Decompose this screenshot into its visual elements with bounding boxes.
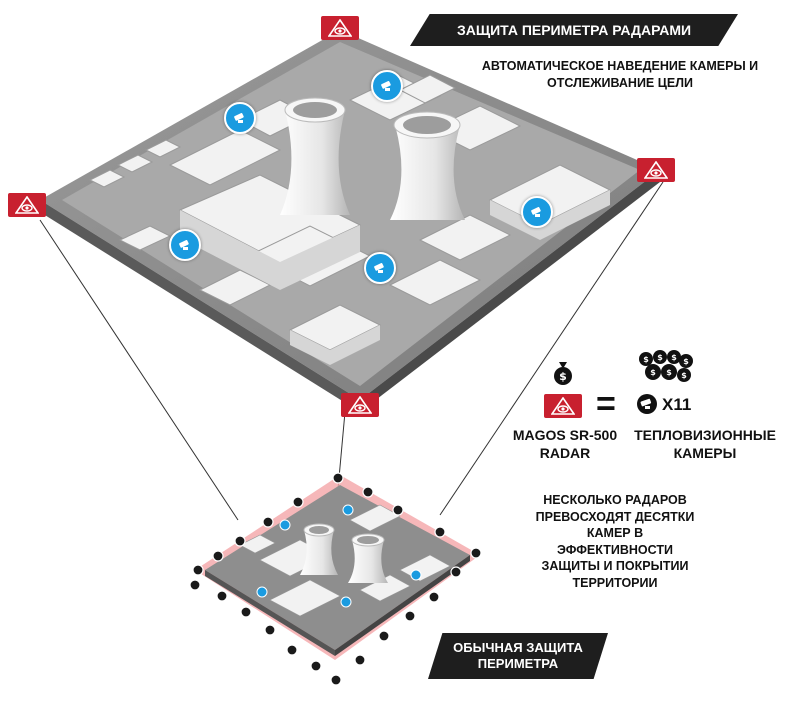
thermal-cameras-caption: ТЕПЛОВИЗИОННЫЕ КАМЕРЫ (630, 426, 780, 462)
traditional-perimeter-banner: ОБЫЧНАЯ ЗАЩИТА ПЕРИМЕТРА (428, 633, 608, 679)
svg-text:$: $ (666, 368, 672, 377)
svg-text:$: $ (559, 370, 567, 383)
caption-line: RADAR (539, 445, 591, 461)
radar-badge-north (321, 16, 359, 40)
camera-marker (169, 229, 201, 261)
svg-text:$: $ (681, 371, 687, 380)
ptz-camera-icon (637, 394, 657, 414)
caption-line: MAGOS SR-500 (512, 427, 618, 443)
banner-title: ЗАЩИТА ПЕРИМЕТРА РАДАРАМИ (456, 22, 692, 38)
caption-line: ЗАЩИТЫ И ПОКРЫТИИ (541, 559, 689, 573)
radar-eye-icon (644, 161, 668, 179)
radar-badge-west (8, 193, 46, 217)
banner-line-2: ПЕРИМЕТРА (477, 656, 559, 671)
radar-eye-icon (15, 196, 39, 214)
caption-line: КАМЕР В (586, 526, 644, 540)
radar-eye-icon (551, 397, 575, 415)
svg-text:$: $ (650, 368, 656, 377)
summary-caption: НЕСКОЛЬКО РАДАРОВ ПРЕВОСХОДЯТ ДЕСЯТКИ КА… (520, 492, 710, 591)
camera-marker (521, 196, 553, 228)
caption-line: ОТСЛЕЖИВАНИЕ ЦЕЛИ (547, 76, 693, 90)
ptz-camera-icon (381, 81, 391, 91)
banner-line-1: ОБЫЧНАЯ ЗАЩИТА (453, 640, 583, 655)
camera-marker (371, 70, 403, 102)
ptz-camera-icon (234, 113, 244, 123)
svg-text:$: $ (683, 357, 689, 366)
radar-badge-east (637, 158, 675, 182)
equals-sign: = (596, 385, 616, 423)
radar-eye-icon (328, 19, 352, 37)
radar-eye-icon (348, 396, 372, 414)
caption-line: ПРЕВОСХОДЯТ ДЕСЯТКИ (535, 509, 695, 524)
caption-line: ЭФФЕКТИВНОСТИ (557, 542, 673, 557)
caption-line: КАМЕРЫ (673, 445, 737, 461)
radar-name-caption: MAGOS SR-500 RADAR (500, 426, 630, 462)
camera-count: X11 (662, 395, 692, 414)
svg-text:$: $ (671, 353, 677, 362)
radar-legend-badge (544, 394, 582, 418)
camera-marker (224, 102, 256, 134)
svg-text:$: $ (643, 355, 649, 364)
camera-marker (364, 252, 396, 284)
ptz-camera-icon (179, 240, 189, 250)
caption-line: ТЕРРИТОРИИ (572, 575, 658, 590)
radar-badge-south (341, 393, 379, 417)
ptz-camera-icon (374, 263, 384, 273)
money-bag-icon: $ (554, 362, 572, 385)
ptz-camera-icon (531, 207, 541, 217)
caption-line: НЕСКОЛЬКО РАДАРОВ (543, 493, 687, 507)
radar-perimeter-banner: ЗАЩИТА ПЕРИМЕТРА РАДАРАМИ (410, 14, 738, 46)
auto-tracking-caption: АВТОМАТИЧЕСКОЕ НАВЕДЕНИЕ КАМЕРЫ И ОТСЛЕЖ… (460, 58, 780, 92)
money-bags-group-icon: $$$$ $$$ (639, 350, 693, 382)
caption-line: АВТОМАТИЧЕСКОЕ НАВЕДЕНИЕ КАМЕРЫ И (481, 59, 759, 73)
caption-line: ТЕПЛОВИЗИОННЫЕ (634, 427, 776, 443)
svg-text:$: $ (657, 353, 663, 362)
